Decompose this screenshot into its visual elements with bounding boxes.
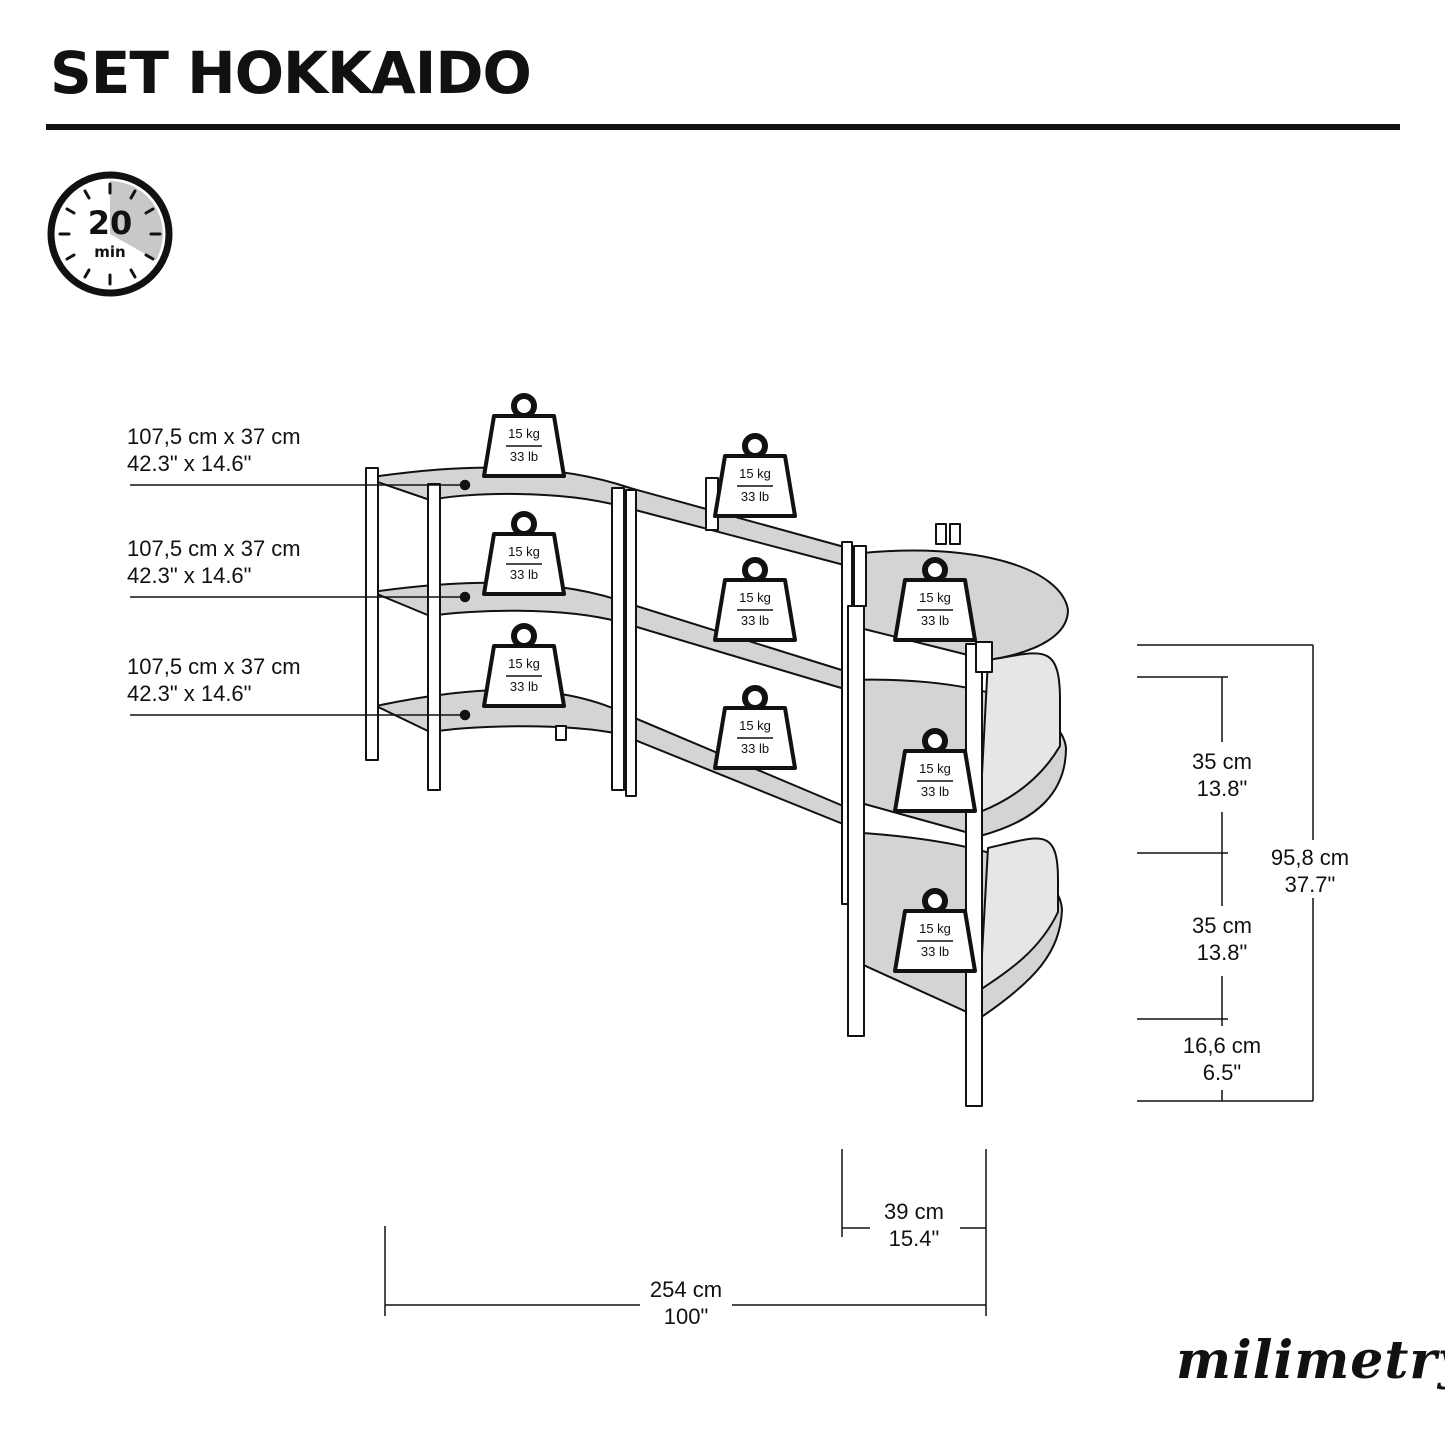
middle-shelf-height-label: 35 cm 13.8" xyxy=(1192,913,1252,965)
shelf-size-label: 107,5 cm x 37 cm 42.3" x 14.6" xyxy=(127,424,301,476)
svg-text:33 lb: 33 lb xyxy=(741,489,769,504)
svg-text:15 kg: 15 kg xyxy=(739,590,771,605)
leg-height-label: 16,6 cm 6.5" xyxy=(1182,1033,1262,1085)
width-dimension-lines xyxy=(384,1149,987,1316)
weight-icon: 15 kg 33 lb xyxy=(484,626,564,706)
svg-text:33 lb: 33 lb xyxy=(510,567,538,582)
weight-icon: 15 kg 33 lb xyxy=(715,436,795,516)
svg-text:33 lb: 33 lb xyxy=(921,613,949,628)
svg-text:15 kg: 15 kg xyxy=(919,921,951,936)
timer-icon: 20 min xyxy=(47,171,173,297)
shelf-size-label: 107,5 cm x 37 cm 42.3" x 14.6" xyxy=(127,654,301,706)
shelf-size-label: 107,5 cm x 37 cm 42.3" x 14.6" xyxy=(127,536,301,588)
svg-text:15 kg: 15 kg xyxy=(919,590,951,605)
svg-text:15 kg: 15 kg xyxy=(739,718,771,733)
weight-icon: 15 kg 33 lb xyxy=(484,396,564,476)
upper-shelf-height-label: 35 cm 13.8" xyxy=(1192,749,1252,801)
depth-label: 39 cm 15.4" xyxy=(884,1199,944,1251)
timer-unit: min xyxy=(94,243,125,261)
title-divider xyxy=(46,124,1400,130)
weight-icon: 15 kg 33 lb xyxy=(715,688,795,768)
weight-icon: 15 kg 33 lb xyxy=(895,891,975,971)
svg-text:33 lb: 33 lb xyxy=(510,449,538,464)
brand-logo: milimetry xyxy=(1176,1330,1445,1391)
height-dimension-lines xyxy=(1137,644,1314,1102)
shelf-leaders xyxy=(130,479,471,721)
svg-text:15 kg: 15 kg xyxy=(508,426,540,441)
page-title: SET HOKKAIDO xyxy=(50,39,532,107)
weight-icon: 15 kg 33 lb xyxy=(895,731,975,811)
weight-icon: 15 kg 33 lb xyxy=(895,560,975,640)
svg-text:15 kg: 15 kg xyxy=(508,656,540,671)
svg-text:33 lb: 33 lb xyxy=(921,784,949,799)
svg-text:15 kg: 15 kg xyxy=(739,466,771,481)
weight-icon: 15 kg 33 lb xyxy=(484,514,564,594)
svg-text:33 lb: 33 lb xyxy=(921,944,949,959)
svg-text:33 lb: 33 lb xyxy=(741,613,769,628)
total-height-label: 95,8 cm 37.7" xyxy=(1270,845,1350,897)
timer-value: 20 xyxy=(88,204,133,242)
svg-text:33 lb: 33 lb xyxy=(510,679,538,694)
weight-icon: 15 kg 33 lb xyxy=(715,560,795,640)
svg-text:33 lb: 33 lb xyxy=(741,741,769,756)
width-label: 254 cm 100" xyxy=(649,1277,723,1329)
svg-text:15 kg: 15 kg xyxy=(508,544,540,559)
svg-text:15 kg: 15 kg xyxy=(919,761,951,776)
